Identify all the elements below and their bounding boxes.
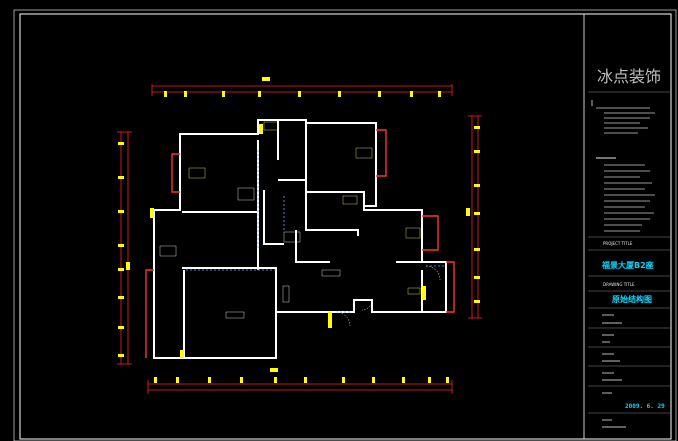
- dimension-right: [468, 115, 482, 319]
- drawing-name: 原始结构图: [612, 294, 652, 304]
- drawing-title-label: DRAWING TITLE: [603, 282, 635, 287]
- project-title-label: PROJECT TITLE: [603, 241, 633, 246]
- dimension-bottom: [147, 380, 453, 394]
- dimension-left-markers: [118, 142, 130, 357]
- dimension-top: [151, 84, 453, 96]
- brand-name: 冰点装饰: [597, 67, 661, 86]
- project-name: 福景大厦B2座: [601, 260, 654, 270]
- drawing-date: 2009. 6. 29: [625, 403, 665, 410]
- windows: [145, 129, 455, 358]
- wall-hatches: [150, 124, 426, 358]
- dimension-bottom-markers: [154, 368, 449, 383]
- dimension-left: [117, 131, 132, 365]
- dimension-top-markers: [164, 77, 441, 97]
- door-swings: [335, 265, 441, 327]
- title-block: 冰点装饰 PROJECT TITLE 福景大厦B2座 DRAWING TITLE…: [588, 67, 670, 428]
- outer-border: [13, 9, 677, 441]
- outer-frame: [19, 13, 672, 440]
- room-labels: [159, 121, 421, 319]
- dashed-lines: [186, 150, 444, 313]
- dimension-right-markers: [466, 126, 480, 303]
